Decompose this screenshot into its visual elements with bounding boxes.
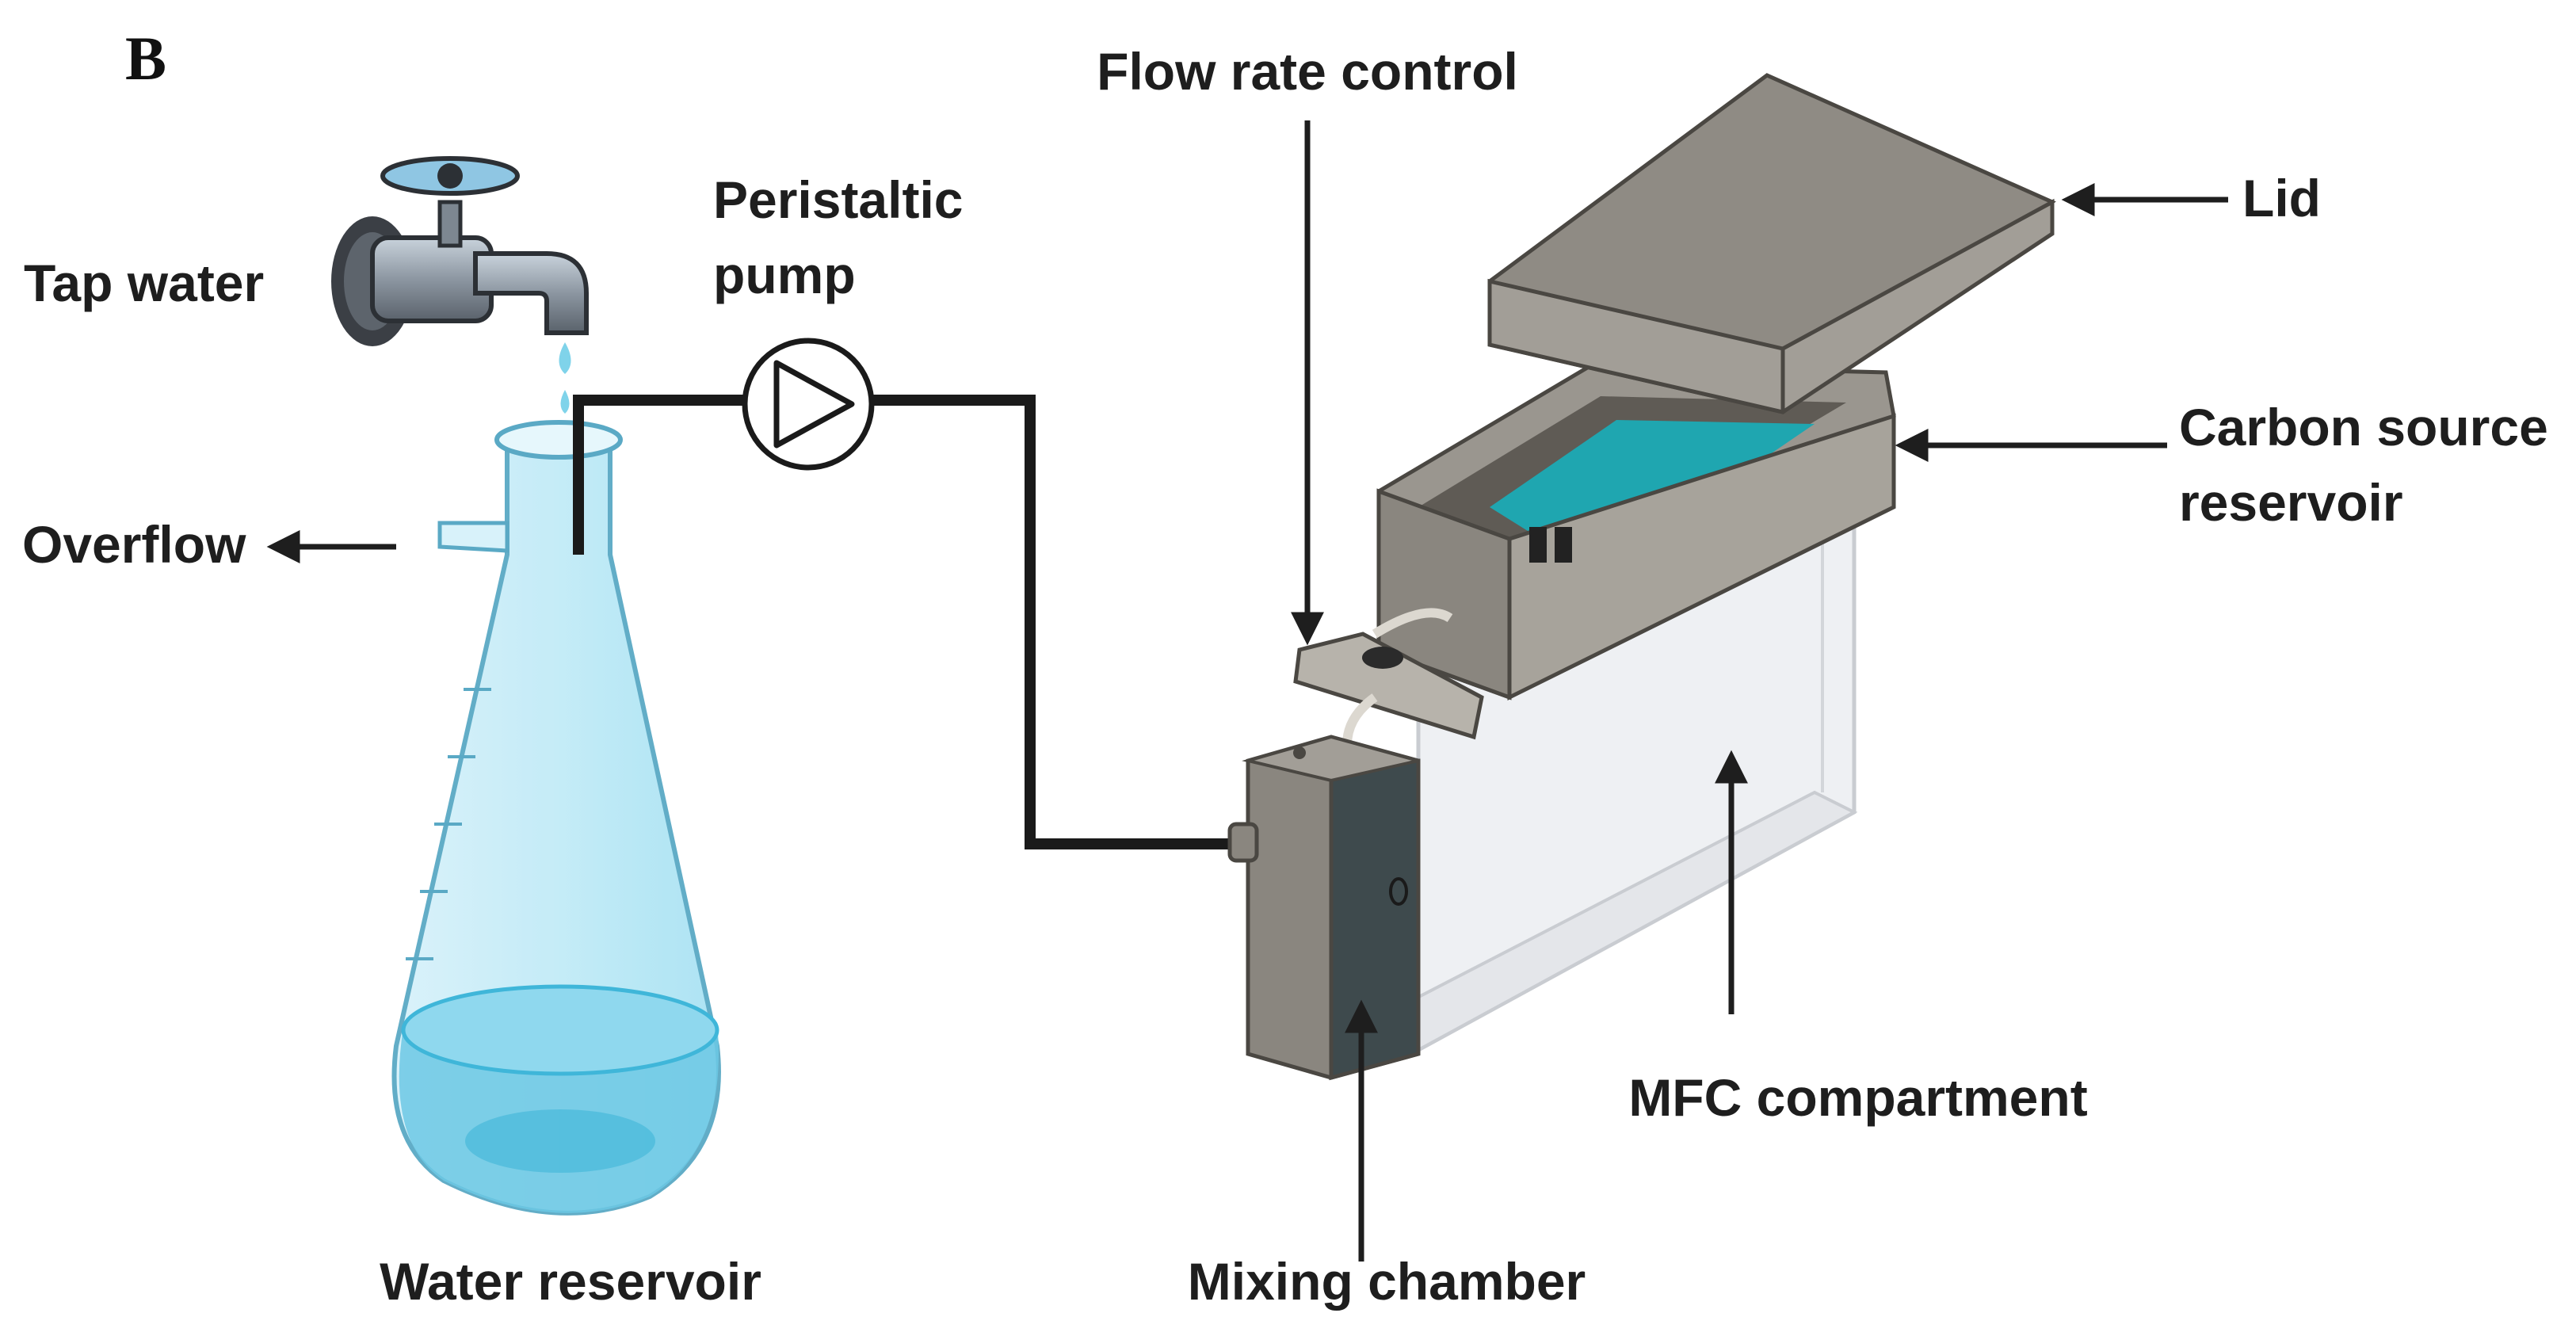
faucet-icon <box>331 156 589 346</box>
label-pump: pump <box>713 246 856 304</box>
panel-letter: B <box>125 24 166 93</box>
label-mixing-chamber: Mixing chamber <box>1188 1252 1586 1311</box>
label-overflow: Overflow <box>22 515 246 574</box>
label-reservoir: reservoir <box>2179 473 2403 532</box>
label-peristaltic: Peristaltic <box>713 170 964 229</box>
label-carbon-source: Carbon source <box>2179 398 2548 456</box>
label-mfc-compartment: MFC compartment <box>1628 1068 2087 1127</box>
flow-rate-control-valve <box>1293 608 1484 746</box>
inlet-tube <box>573 395 753 555</box>
water-drop-icon <box>559 342 571 414</box>
label-flow-rate-control: Flow rate control <box>1097 42 1518 101</box>
label-lid: Lid <box>2242 169 2321 227</box>
erlenmeyer-flask <box>391 420 721 1216</box>
label-tap-water: Tap water <box>24 254 264 312</box>
label-water-reservoir: Water reservoir <box>380 1252 761 1311</box>
peristaltic-pump-icon <box>742 338 875 471</box>
carbon-source-reservoir <box>1376 362 1896 701</box>
lid <box>1487 73 2056 414</box>
outlet-tube <box>864 395 1236 849</box>
mixing-chamber <box>1227 735 1421 1081</box>
